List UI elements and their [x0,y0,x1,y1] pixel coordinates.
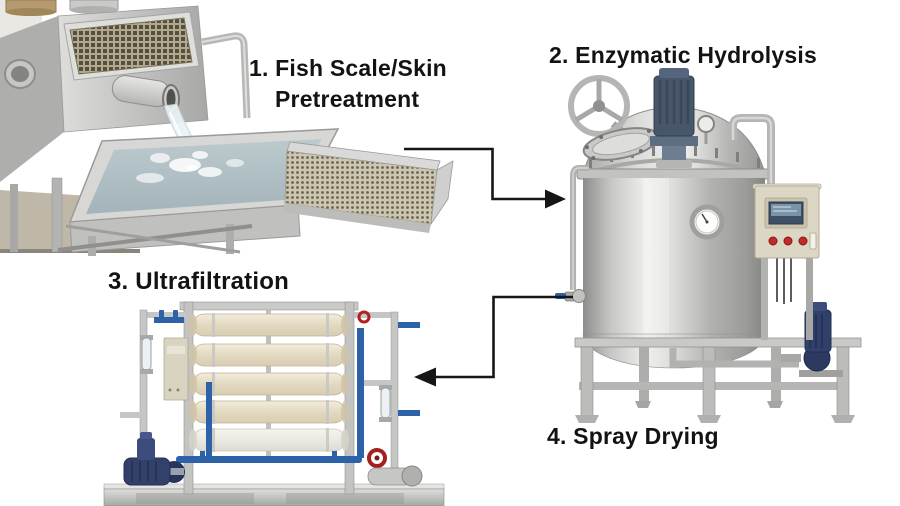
left-outlet-pipe [555,165,589,303]
panel-button [798,236,808,246]
top-piping [729,114,775,186]
membrane-cartridge [189,400,349,424]
mesh-screen-panel [69,17,193,75]
red-valve [357,310,371,324]
step-1-label: 1. Fish Scale/Skin Pretreatment [249,53,447,115]
arrow-left-icon [414,367,436,387]
sight-glass [379,385,392,422]
arrow-step1-to-step2 [404,147,566,209]
mesh-chute [283,141,454,233]
circulation-pump [367,465,423,487]
membrane-cartridge [189,372,349,396]
membrane-stack [189,313,349,452]
step-2-label-line1: 2. Enzymatic Hydrolysis [549,42,817,68]
step-3-label-line1: 3. Ultrafiltration [108,268,289,295]
manhole-cover [582,127,660,161]
bottom-manifold-pipe [176,451,362,463]
agitator-motor [650,68,698,168]
hydrolysis-tank-photo [555,68,862,423]
step-2-label: 2. Enzymatic Hydrolysis [549,40,817,71]
step-1-label-line1: 1. Fish Scale/Skin [249,55,447,81]
discharge-spout [111,75,180,114]
recirculation-pump [781,302,843,377]
step-3-label: 3. Ultrafiltration [108,266,289,297]
feed-pump [123,432,185,486]
membrane-cartridge [189,313,349,337]
pretreatment-photo [0,0,454,256]
membrane-cartridge [189,343,349,367]
side-nozzle [4,59,36,89]
membrane-cartridge [189,428,349,452]
panel-button [783,236,793,246]
step-1-label-line2: Pretreatment [275,86,420,112]
control-panel [752,183,822,340]
ultrafiltration-photo [103,301,445,506]
bottom-piping [669,348,799,368]
tank-water-surface [86,139,322,214]
left-piping-column [120,309,212,469]
water-splashes [136,151,244,183]
pressure-gauge-stem [697,115,715,144]
right-piping-column [354,310,420,471]
body-gauge [689,204,725,240]
frame-legs [10,177,253,256]
control-box [163,337,189,401]
arrow-right-icon [545,189,566,209]
handle-pipe [201,32,251,119]
washing-machine-body [0,0,251,182]
step-4-label-line1: 4. Spray Drying [547,423,719,449]
arrow-step2-to-step3 [414,295,573,387]
panel-button [768,236,778,246]
sight-glass [140,335,153,374]
step-4-label: 4. Spray Drying [547,421,719,452]
red-handwheel [367,448,387,468]
